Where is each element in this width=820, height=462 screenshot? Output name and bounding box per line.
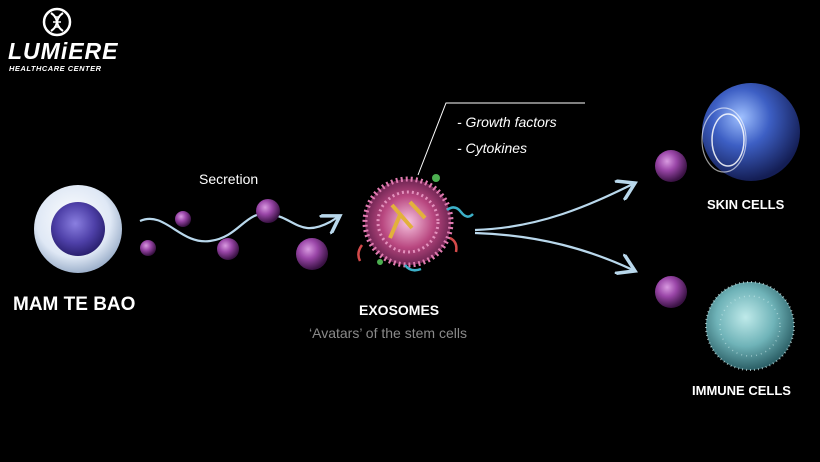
- fork-arrows: [474, 184, 633, 270]
- immune-cell-graphic: [705, 281, 795, 371]
- secretion-arrow: [139, 212, 338, 243]
- growth-factors-label: - Growth factors: [457, 114, 557, 130]
- arriving-vesicles: [655, 150, 687, 308]
- stem-cell-label: MAM TE BAO: [13, 294, 136, 315]
- exosomes-label: EXOSOMES: [359, 302, 440, 318]
- skin-cell-graphic: [701, 83, 800, 181]
- cytokines-label: - Cytokines: [457, 140, 528, 156]
- dna-helix-icon: [42, 7, 72, 37]
- skin-cells-label: SKIN CELLS: [707, 197, 785, 212]
- brand-subtitle: HEALTHCARE CENTER: [9, 64, 102, 73]
- exosomes-caption: ‘Avatars’ of the stem cells: [309, 325, 467, 341]
- brand-name: LUMiERE: [8, 38, 119, 64]
- exosome-graphic: [357, 174, 474, 272]
- stem-cell-graphic: [34, 185, 122, 273]
- callout-line: [417, 102, 585, 176]
- immune-cells-label: IMMUNE CELLS: [692, 383, 791, 398]
- secreted-vesicles: [140, 199, 328, 270]
- secretion-label: Secretion: [199, 171, 259, 187]
